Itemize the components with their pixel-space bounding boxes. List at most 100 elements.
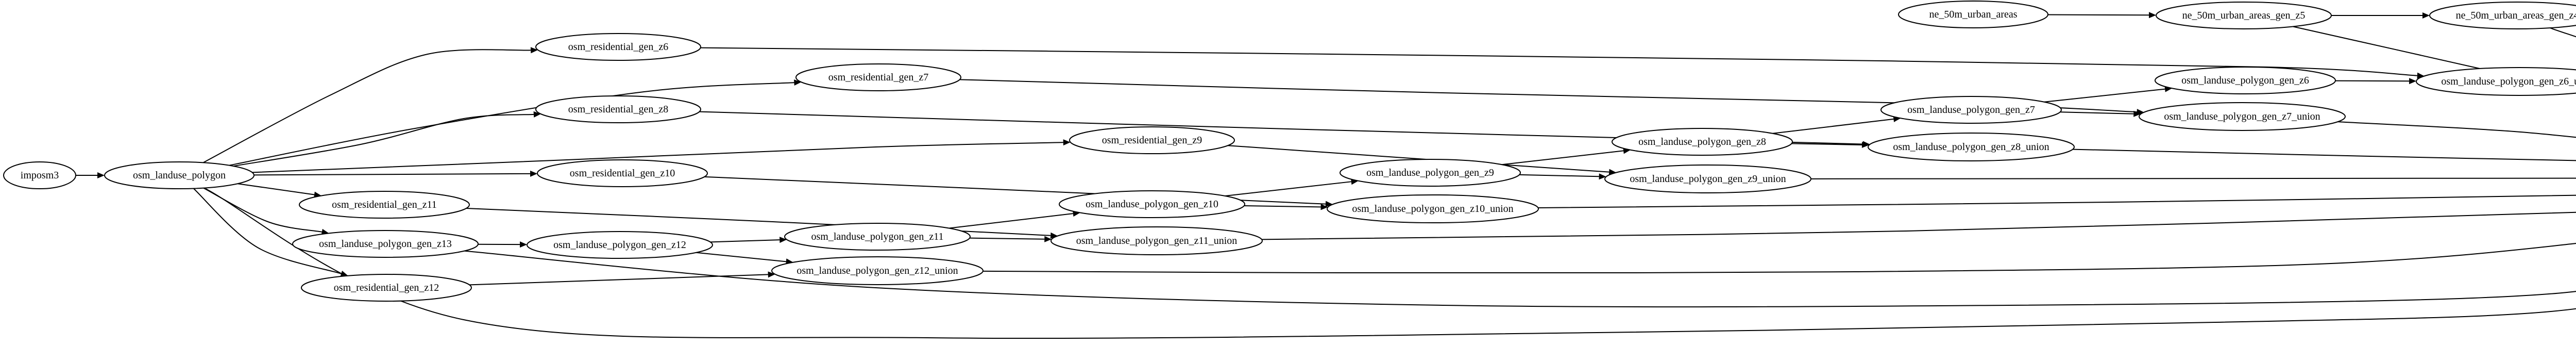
node-osm_landuse_polygon_gen_z9_union: osm_landuse_polygon_gen_z9_union <box>1604 164 1811 193</box>
edge-osm_landuse_polygon_gen_z10-to-osm_landuse_polygon_gen_z10_union <box>1244 204 1328 210</box>
node-label-osm_landuse_polygon_gen_z9: osm_landuse_polygon_gen_z9 <box>1366 167 1494 178</box>
edge-osm_landuse_polygon-to-layer_landuse-z14+ <box>204 187 2576 339</box>
node-osm_landuse_polygon_gen_z8_union: osm_landuse_polygon_gen_z8_union <box>1868 133 2075 161</box>
edge-osm_landuse_polygon_gen_z10_union-to-layer_landuse-z10 <box>1538 194 2576 208</box>
node-label-osm_landuse_polygon_gen_z11: osm_landuse_polygon_gen_z11 <box>811 231 943 242</box>
node-shape-osm_residential_gen_z12 <box>301 274 472 302</box>
node-label-osm_landuse_polygon_gen_z7: osm_landuse_polygon_gen_z7 <box>1907 104 2035 116</box>
edge-osm_landuse_polygon-to-osm_residential_gen_z9 <box>252 139 1071 173</box>
edge-osm_landuse_polygon-to-osm_residential_gen_z7 <box>229 79 802 166</box>
edge-osm_landuse_polygon_gen_z12_union-to-layer_landuse-z12 <box>982 242 2576 274</box>
node-shape-osm_landuse_polygon_gen_z9_union <box>1604 164 1811 193</box>
node-ne_50m_urban_areas_gen_z4: ne_50m_urban_areas_gen_z4 <box>2429 2 2576 29</box>
node-label-osm_residential_gen_z7: osm_residential_gen_z7 <box>828 72 928 83</box>
node-osm_landuse_polygon_gen_z13: osm_landuse_polygon_gen_z13 <box>292 230 479 258</box>
node-shape-osm_landuse_polygon_gen_z8 <box>1612 128 1793 156</box>
node-shape-osm_landuse_polygon_gen_z11_union <box>1050 226 1263 255</box>
node-shape-imposm3 <box>3 161 76 189</box>
edge-osm_residential_gen_z11-to-osm_landuse_polygon_gen_z11_union <box>466 207 1058 239</box>
edge-osm_landuse_polygon-to-osm_residential_gen_z12 <box>193 188 348 277</box>
node-label-osm_residential_gen_z11: osm_residential_gen_z11 <box>332 199 437 210</box>
node-shape-osm_residential_gen_z9 <box>1069 126 1235 154</box>
edge-osm_landuse_polygon-to-osm_residential_gen_z8 <box>233 111 541 167</box>
node-label-osm_landuse_polygon_gen_z7_union: osm_landuse_polygon_gen_z7_union <box>2164 111 2320 122</box>
node-osm_residential_gen_z6: osm_residential_gen_z6 <box>535 33 701 61</box>
node-label-osm_landuse_polygon_gen_z6_union: osm_landuse_polygon_gen_z6_union <box>2441 76 2576 87</box>
edge-osm_landuse_polygon-to-osm_residential_gen_z6 <box>202 47 538 163</box>
node-shape-osm_landuse_polygon_gen_z11 <box>784 223 971 251</box>
node-label-ne_50m_urban_areas_gen_z5: ne_50m_urban_areas_gen_z5 <box>2182 10 2306 21</box>
node-osm_landuse_polygon_gen_z7: osm_landuse_polygon_gen_z7 <box>1880 96 2062 124</box>
node-osm_landuse_polygon_gen_z7_union: osm_landuse_polygon_gen_z7_union <box>2139 102 2346 131</box>
node-osm_residential_gen_z9: osm_residential_gen_z9 <box>1069 126 1235 154</box>
edge-osm_landuse_polygon_gen_z10-to-osm_landuse_polygon_gen_z9 <box>1225 178 1359 196</box>
node-label-osm_residential_gen_z9: osm_residential_gen_z9 <box>1102 135 1202 146</box>
node-shape-osm_landuse_polygon_gen_z10 <box>1059 190 1245 218</box>
node-osm_landuse_polygon_gen_z6_union: osm_landuse_polygon_gen_z6_union <box>2416 67 2576 96</box>
node-shape-osm_landuse_polygon_gen_z9 <box>1340 159 1521 187</box>
edge-osm_landuse_polygon_gen_z7-to-osm_landuse_polygon_gen_z7_union <box>2060 110 2141 117</box>
node-ne_50m_urban_areas: ne_50m_urban_areas <box>1898 1 2048 28</box>
node-osm_residential_gen_z11: osm_residential_gen_z11 <box>299 191 470 219</box>
node-shape-osm_landuse_polygon <box>104 161 255 189</box>
node-shape-osm_residential_gen_z7 <box>795 63 961 91</box>
node-osm_residential_gen_z10: osm_residential_gen_z10 <box>537 159 708 187</box>
node-label-osm_landuse_polygon_gen_z12: osm_landuse_polygon_gen_z12 <box>553 239 686 251</box>
node-shape-osm_landuse_polygon_gen_z6 <box>2155 67 2336 94</box>
node-shape-osm_landuse_polygon_gen_z12_union <box>771 256 984 285</box>
node-label-osm_landuse_polygon: osm_landuse_polygon <box>133 170 226 181</box>
node-shape-ne_50m_urban_areas <box>1898 1 2048 28</box>
node-shape-osm_landuse_polygon_gen_z13 <box>292 230 479 258</box>
node-shape-osm_landuse_polygon_gen_z8_union <box>1868 133 2075 161</box>
node-osm_residential_gen_z12: osm_residential_gen_z12 <box>301 274 472 302</box>
node-shape-osm_landuse_polygon_gen_z12 <box>527 231 713 259</box>
node-label-imposm3: imposm3 <box>21 170 59 181</box>
node-label-osm_landuse_polygon_gen_z11_union: osm_landuse_polygon_gen_z11_union <box>1076 235 1238 246</box>
node-shape-osm_landuse_polygon_gen_z7 <box>1880 96 2062 124</box>
node-shape-osm_landuse_polygon_gen_z10_union <box>1327 194 1539 223</box>
edge-osm_landuse_polygon_gen_z9-to-osm_landuse_polygon_gen_z8 <box>1501 147 1631 166</box>
node-osm_landuse_polygon_gen_z11: osm_landuse_polygon_gen_z11 <box>784 223 971 251</box>
node-shape-osm_landuse_polygon_gen_z7_union <box>2139 102 2346 131</box>
edge-osm_landuse_polygon_gen_z12-to-osm_landuse_polygon_gen_z12_union <box>696 252 793 265</box>
node-osm_landuse_polygon_gen_z11_union: osm_landuse_polygon_gen_z11_union <box>1050 226 1263 255</box>
edge-osm_landuse_polygon_gen_z9-to-osm_landuse_polygon_gen_z9_union <box>1519 173 1606 180</box>
edge-osm_landuse_polygon_gen_z8-to-osm_landuse_polygon_gen_z8_union <box>1791 141 1869 148</box>
node-label-osm_residential_gen_z10: osm_residential_gen_z10 <box>570 168 675 179</box>
node-osm_landuse_polygon: osm_landuse_polygon <box>104 161 255 189</box>
node-label-ne_50m_urban_areas: ne_50m_urban_areas <box>1929 9 2017 20</box>
node-osm_residential_gen_z8: osm_residential_gen_z8 <box>535 95 701 123</box>
node-label-osm_landuse_polygon_gen_z10_union: osm_landuse_polygon_gen_z10_union <box>1352 203 1513 215</box>
node-osm_landuse_polygon_gen_z8: osm_landuse_polygon_gen_z8 <box>1612 128 1793 156</box>
node-layer: imposm3 osm_landuse_polygon osm_residentia… <box>3 1 2576 302</box>
node-label-osm_residential_gen_z8: osm_residential_gen_z8 <box>568 104 668 115</box>
edge-osm_landuse_polygon_gen_z12-to-osm_landuse_polygon_gen_z11 <box>710 237 787 243</box>
node-label-osm_landuse_polygon_gen_z10: osm_landuse_polygon_gen_z10 <box>1086 199 1218 210</box>
edge-osm_residential_gen_z6-to-osm_landuse_polygon_gen_z6_union <box>700 47 2425 79</box>
node-label-osm_landuse_polygon_gen_z8: osm_landuse_polygon_gen_z8 <box>1638 136 1766 147</box>
node-osm_landuse_polygon_gen_z10: osm_landuse_polygon_gen_z10 <box>1059 190 1245 218</box>
node-shape-ne_50m_urban_areas_gen_z4 <box>2429 2 2576 29</box>
node-label-osm_residential_gen_z6: osm_residential_gen_z6 <box>568 41 668 53</box>
node-shape-osm_landuse_polygon_gen_z6_union <box>2416 67 2576 96</box>
node-label-osm_landuse_polygon_gen_z12_union: osm_landuse_polygon_gen_z12_union <box>796 265 958 276</box>
node-label-osm_landuse_polygon_gen_z13: osm_landuse_polygon_gen_z13 <box>319 238 452 250</box>
node-label-osm_landuse_polygon_gen_z8_union: osm_landuse_polygon_gen_z8_union <box>1893 141 2049 153</box>
edge-osm_landuse_polygon_gen_z13-to-layer_landuse-z13 <box>464 250 2576 308</box>
edge-osm_landuse_polygon_gen_z7_union-to-layer_landuse-z7 <box>2337 121 2576 138</box>
node-shape-osm_residential_gen_z10 <box>537 159 708 187</box>
node-shape-osm_residential_gen_z6 <box>535 33 701 61</box>
node-osm_landuse_polygon_gen_z9: osm_landuse_polygon_gen_z9 <box>1340 159 1521 187</box>
node-osm_residential_gen_z7: osm_residential_gen_z7 <box>795 63 961 91</box>
edge-osm_landuse_polygon_gen_z11_union-to-layer_landuse-z11 <box>1261 211 2576 240</box>
edge-osm_landuse_polygon_gen_z7-to-osm_landuse_polygon_gen_z6 <box>2044 86 2173 103</box>
node-shape-ne_50m_urban_areas_gen_z5 <box>2156 2 2332 29</box>
edge-ne_50m_urban_areas_gen_z4-to-layer_landuse-z4 <box>2550 27 2576 38</box>
node-osm_landuse_polygon_gen_z10_union: osm_landuse_polygon_gen_z10_union <box>1327 194 1539 223</box>
node-label-osm_landuse_polygon_gen_z6: osm_landuse_polygon_gen_z6 <box>2181 75 2309 86</box>
node-label-osm_residential_gen_z12: osm_residential_gen_z12 <box>334 282 439 293</box>
edge-osm_landuse_polygon_gen_z8-to-osm_landuse_polygon_gen_z7 <box>1772 116 1901 134</box>
node-label-osm_landuse_polygon_gen_z9_union: osm_landuse_polygon_gen_z9_union <box>1630 173 1786 185</box>
